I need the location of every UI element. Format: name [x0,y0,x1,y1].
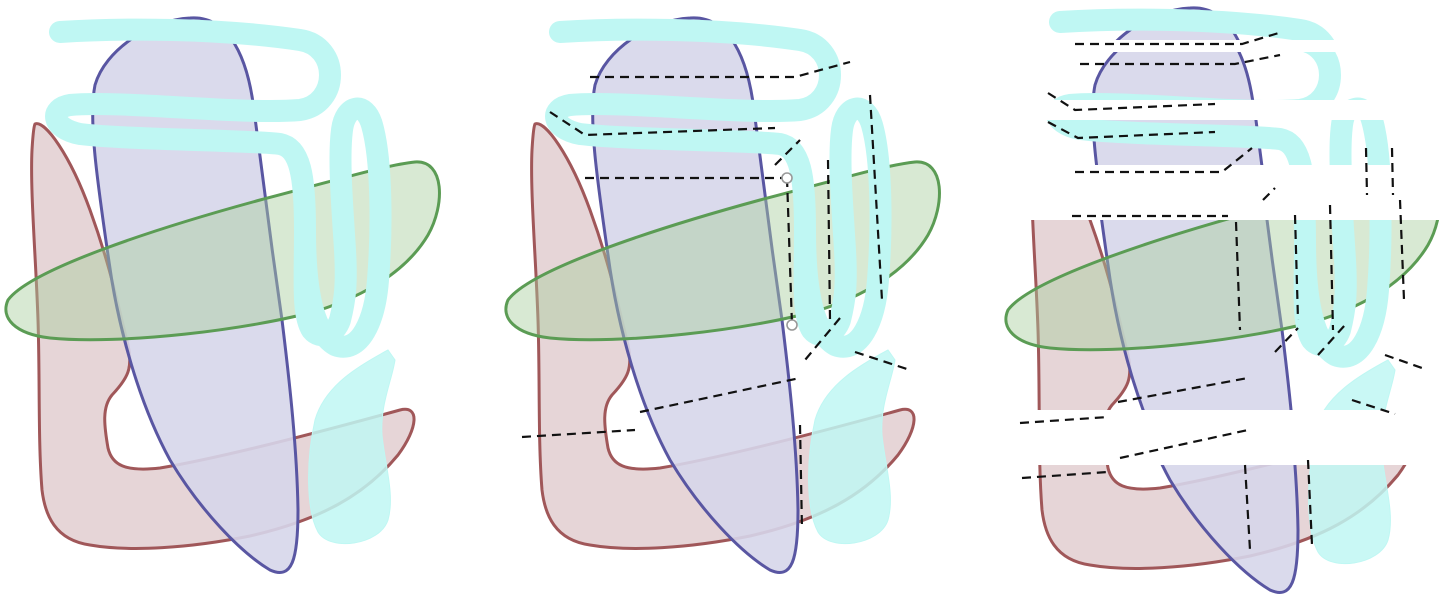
cut-line [1234,221,1242,331]
cut-line [854,350,911,372]
cut-line [590,60,851,79]
cut-line [1364,147,1369,196]
cut-line [774,139,801,166]
cut-line [639,376,801,414]
cut-line [785,177,794,326]
cut-line [1117,376,1249,404]
cut-line [1293,214,1300,321]
cut-lines [521,60,911,531]
cut-line [1351,398,1396,416]
cut-line [1119,428,1249,460]
cut-line [868,94,884,301]
panel-separated-pieces [1004,6,1441,594]
cut-line [1274,327,1299,353]
cut-line [1047,92,1216,112]
cut-line [1384,353,1423,370]
cut-line [1080,53,1281,66]
cut-line [521,428,636,439]
panel-cut-lines [504,16,941,575]
cut-line [1047,121,1216,140]
cut-node [781,172,793,184]
cut-node [786,319,798,331]
cut-line [826,159,832,321]
cut-line [1390,147,1395,196]
panel-original-shapes [4,16,441,575]
cut-line [1262,187,1276,201]
cut-lines [1019,30,1423,551]
cut-line [1328,204,1335,331]
cut-line [804,317,841,361]
cut-line [798,424,804,531]
cut-line [1398,199,1406,301]
cut-line [1075,30,1283,46]
cut-line [1317,324,1346,356]
cut-line [549,111,776,137]
cut-line [1019,415,1109,425]
cut-line [1075,147,1253,174]
